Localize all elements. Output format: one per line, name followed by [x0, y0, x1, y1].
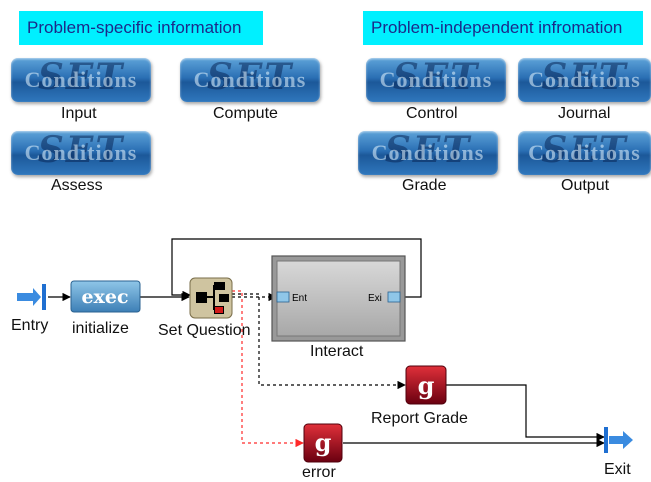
conditions-text: Conditions — [528, 140, 641, 165]
conditions-text: Conditions — [193, 67, 307, 92]
compute-conditions-button[interactable]: SET Conditions — [180, 58, 320, 102]
set-watermark: SET — [37, 131, 125, 171]
set-watermark: SET — [384, 131, 472, 171]
setquestion-to-error-wire — [232, 290, 304, 448]
conditions-text: Conditions — [24, 140, 138, 165]
g-icon-text: g — [418, 371, 435, 400]
assess-conditions-button[interactable]: SET Conditions — [11, 131, 151, 175]
interact-exit-port-icon — [387, 291, 401, 303]
problem-specific-header: Problem-specific information — [19, 11, 263, 45]
conditions-text: Conditions — [528, 67, 641, 92]
error-label: error — [302, 464, 336, 481]
conditions-text: Conditions — [24, 67, 138, 92]
grade-conditions-button[interactable]: SET Conditions — [358, 131, 498, 175]
journal-conditions-button[interactable]: SET Conditions — [518, 58, 651, 102]
initialize-label: initialize — [72, 320, 129, 337]
set-watermark: SET — [541, 58, 628, 98]
input-conditions-button[interactable]: SET Conditions — [11, 58, 151, 102]
loop-wire — [171, 238, 422, 300]
set-watermark: SET — [541, 131, 628, 171]
set-question-label: Set Question — [158, 322, 251, 339]
exit-label: Exit — [604, 461, 631, 478]
g-icon-text: g — [315, 428, 332, 457]
reportgrade-to-exit-wire — [446, 384, 605, 442]
conditions-text: Conditions — [371, 140, 485, 165]
interact-entry-port-label: Ent — [292, 293, 307, 304]
exec-icon-text: exec — [81, 286, 128, 308]
exec-icon[interactable]: exec — [70, 280, 141, 313]
set-watermark: SET — [206, 58, 294, 98]
entry-label: Entry — [11, 317, 49, 334]
interact-box[interactable]: Ent Exi — [271, 255, 406, 342]
grade-label: Grade — [402, 177, 447, 194]
output-label: Output — [561, 177, 610, 194]
exit-icon[interactable] — [604, 427, 633, 453]
output-conditions-button[interactable]: SET Conditions — [518, 131, 651, 175]
set-question-icon[interactable] — [189, 277, 233, 319]
report-grade-icon[interactable]: g — [405, 365, 447, 405]
control-conditions-button[interactable]: SET Conditions — [366, 58, 506, 102]
interact-entry-port-icon — [276, 291, 290, 303]
setquestion-to-reportgrade-wire — [232, 293, 406, 390]
set-watermark: SET — [37, 58, 125, 98]
conditions-text: Conditions — [379, 67, 493, 92]
interact-label: Interact — [310, 343, 364, 360]
input-label: Input — [61, 105, 97, 122]
compute-label: Compute — [213, 105, 278, 122]
set-watermark: SET — [392, 58, 480, 98]
assess-label: Assess — [51, 177, 103, 194]
journal-label: Journal — [558, 105, 611, 122]
entry-icon[interactable] — [17, 284, 46, 310]
control-label: Control — [406, 105, 458, 122]
report-grade-label: Report Grade — [371, 410, 468, 427]
error-icon[interactable]: g — [303, 423, 343, 463]
interact-exit-port-label: Exi — [368, 293, 382, 304]
problem-independent-header: Problem-independent infromation — [363, 11, 643, 45]
